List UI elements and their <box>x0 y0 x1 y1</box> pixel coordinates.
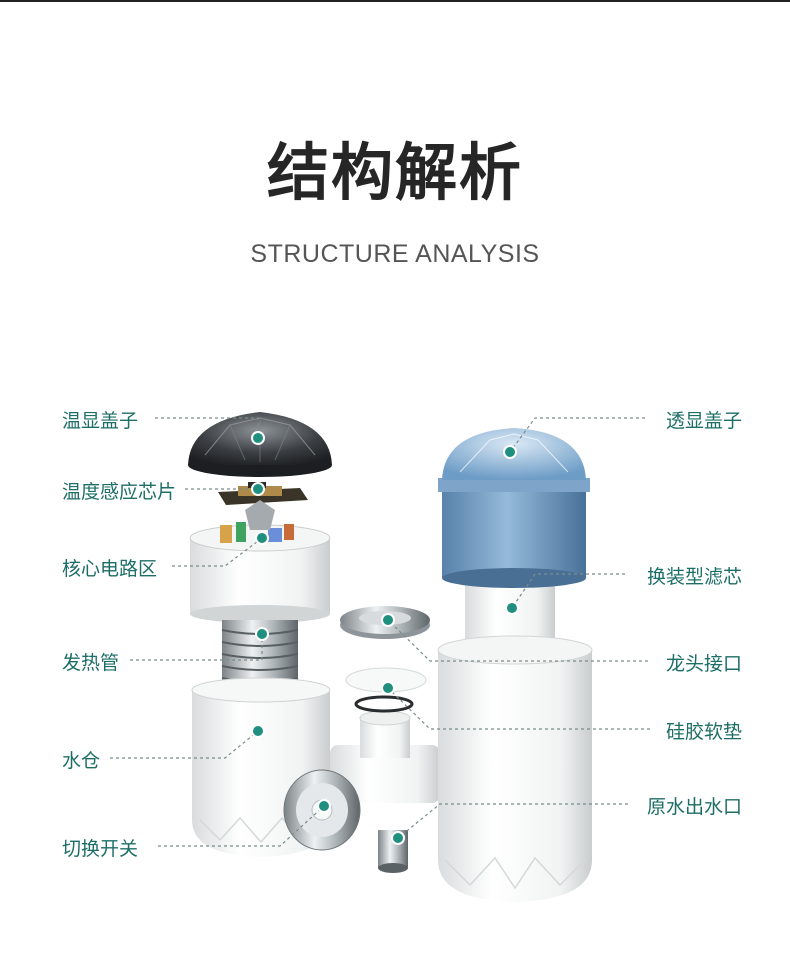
top-divider <box>0 0 790 2</box>
page-title: 结构解析 <box>266 136 523 209</box>
connector-pipe-shape <box>330 710 440 873</box>
page-subtitle: STRUCTURE ANALYSIS <box>250 240 540 268</box>
core-circuit-shape <box>189 500 331 623</box>
label-raw-water-outlet: 原水出水口 <box>646 796 742 818</box>
label-switch: 切换开关 <box>62 838 139 860</box>
replaceable-filter-shape <box>438 478 590 588</box>
label-temp-display-cap: 温显盖子 <box>62 410 139 432</box>
filter-body-shape <box>437 585 593 902</box>
silicone-gasket-shape <box>345 667 427 713</box>
label-temp-sensor-chip: 温度感应芯片 <box>62 481 177 503</box>
label-faucet-connector: 龙头接口 <box>665 653 742 675</box>
label-heating-tube: 发热管 <box>62 652 120 674</box>
label-transparent-cap: 透显盖子 <box>665 410 742 432</box>
label-silicone-gasket: 硅胶软垫 <box>665 721 742 743</box>
label-replaceable-filter: 换装型滤芯 <box>646 566 742 588</box>
label-core-circuit: 核心电路区 <box>62 558 158 580</box>
label-water-chamber: 水仓 <box>62 750 101 772</box>
